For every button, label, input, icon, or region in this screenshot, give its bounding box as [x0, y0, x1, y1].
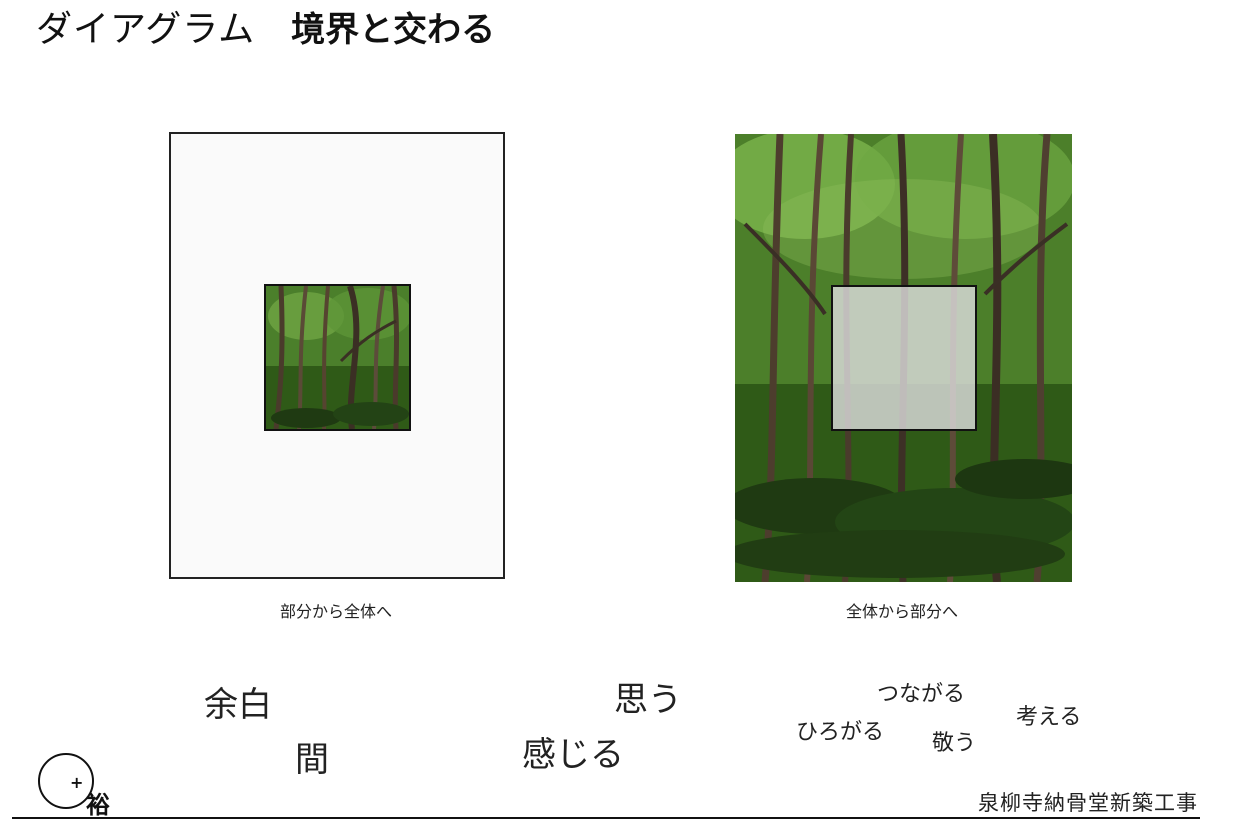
word-tsunagaru: つながる: [877, 682, 966, 707]
company-name: 泉柳寺納骨堂新築工事: [978, 791, 1198, 815]
logo-plus: +: [70, 773, 84, 792]
company-logo: + 裕: [38, 753, 110, 819]
word-yohaku: 余白: [204, 685, 272, 725]
title-bar: ダイアグラム 境界と交わる: [36, 4, 496, 50]
word-omou: 思う: [614, 680, 682, 720]
small-forest-image: [264, 284, 411, 431]
left-caption: 部分から全体へ: [280, 602, 393, 621]
right-caption: 全体から部分へ: [846, 602, 959, 621]
page-title: ダイアグラム: [36, 9, 256, 50]
word-kanjiru: 感じる: [522, 735, 624, 775]
logo-circle-icon: [38, 753, 94, 809]
word-ma: 間: [295, 740, 329, 780]
translucent-focus-square: [831, 285, 977, 431]
word-hirogaru: ひろがる: [796, 720, 885, 745]
forest-small-svg: [266, 286, 409, 429]
logo-character: 裕: [86, 791, 110, 819]
page-subtitle: 境界と交わる: [291, 9, 496, 50]
word-uyamau: 敬う: [932, 731, 977, 756]
word-kangaeru: 考える: [1016, 705, 1082, 730]
bottom-rule: [12, 817, 1200, 819]
